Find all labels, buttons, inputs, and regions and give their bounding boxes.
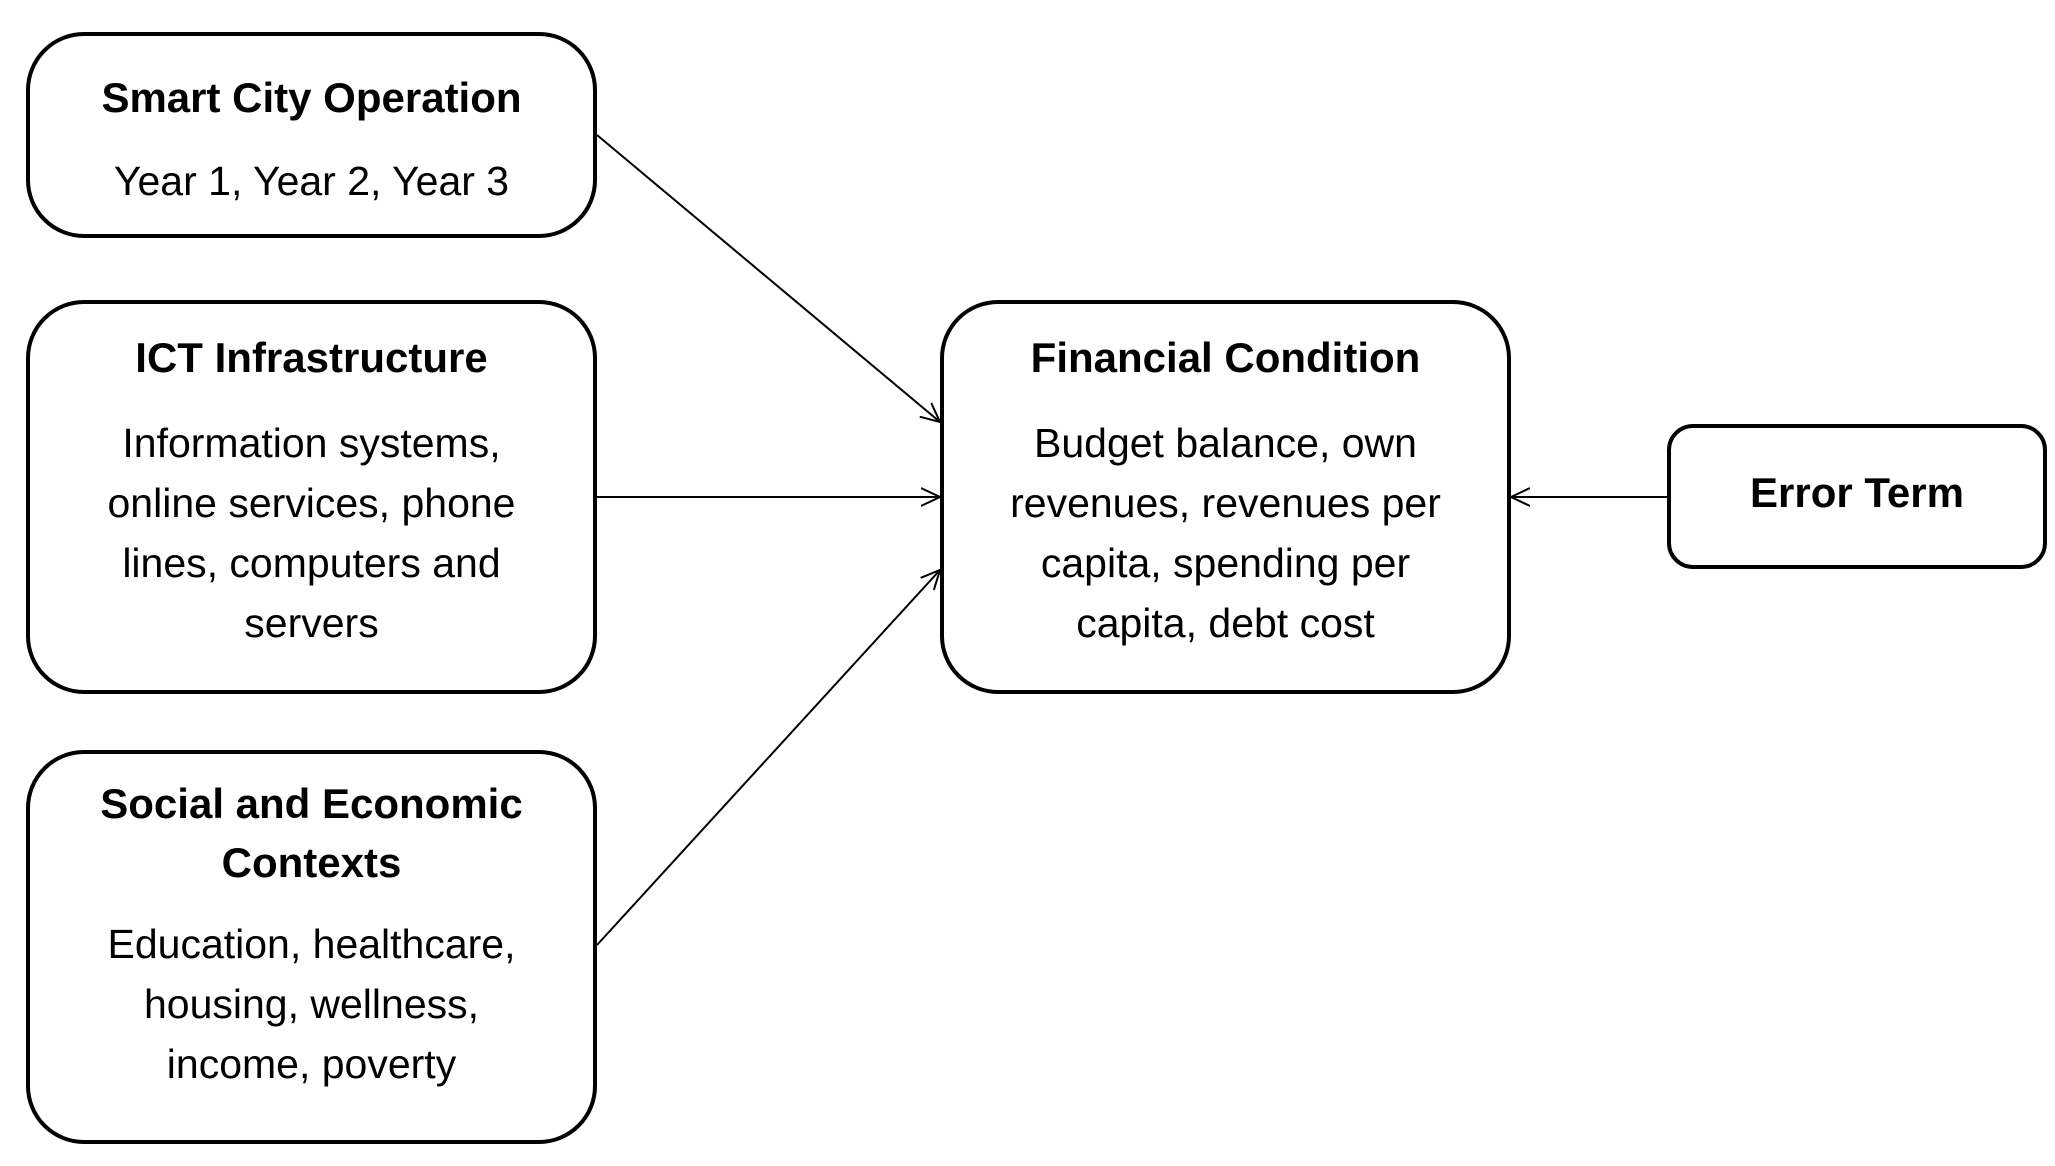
node-body-line: lines, computers and [122,540,501,586]
arrow-social-to-financial [596,570,940,946]
node-title-line: Social and Economic [100,780,523,827]
node-social-economic-contexts: Social and Economic Contexts Education, … [26,750,597,1144]
node-body: Budget balance, own revenues, revenues p… [1010,413,1441,653]
node-title: ICT Infrastructure [135,334,488,381]
node-title: Smart City Operation [101,73,522,121]
node-body-line: income, poverty [166,1041,457,1087]
node-title-line: Contexts [221,839,402,886]
node-body-line: housing, wellness, [143,981,480,1027]
node-body-line: capita, spending per [1040,540,1411,586]
node-title: Financial Condition [1030,334,1421,381]
node-body-line: revenues, revenues per [1010,480,1441,526]
node-body: Education, healthcare, housing, wellness… [108,914,516,1094]
node-title: Error Term [1750,469,1964,516]
arrow-smart-city-to-financial [596,134,940,422]
node-body-line: Information systems, [122,420,501,466]
node-error-term: Error Term [1667,424,2047,569]
node-smart-city-operation: Smart City Operation Year 1, Year 2, Yea… [26,32,597,238]
node-body: Year 1, Year 2, Year 3 [113,157,510,204]
node-body-line: Education, healthcare, [107,921,516,967]
node-financial-condition: Financial Condition Budget balance, own … [940,300,1511,694]
node-body-line: online services, phone [107,480,516,526]
node-ict-infrastructure: ICT Infrastructure Information systems, … [26,300,597,694]
node-body-line: capita, debt cost [1076,600,1375,646]
node-title: Social and Economic Contexts [100,774,522,892]
node-body: Information systems, online services, ph… [108,413,516,653]
node-body-line: Budget balance, own [1034,420,1417,466]
node-body-line: servers [244,600,379,646]
